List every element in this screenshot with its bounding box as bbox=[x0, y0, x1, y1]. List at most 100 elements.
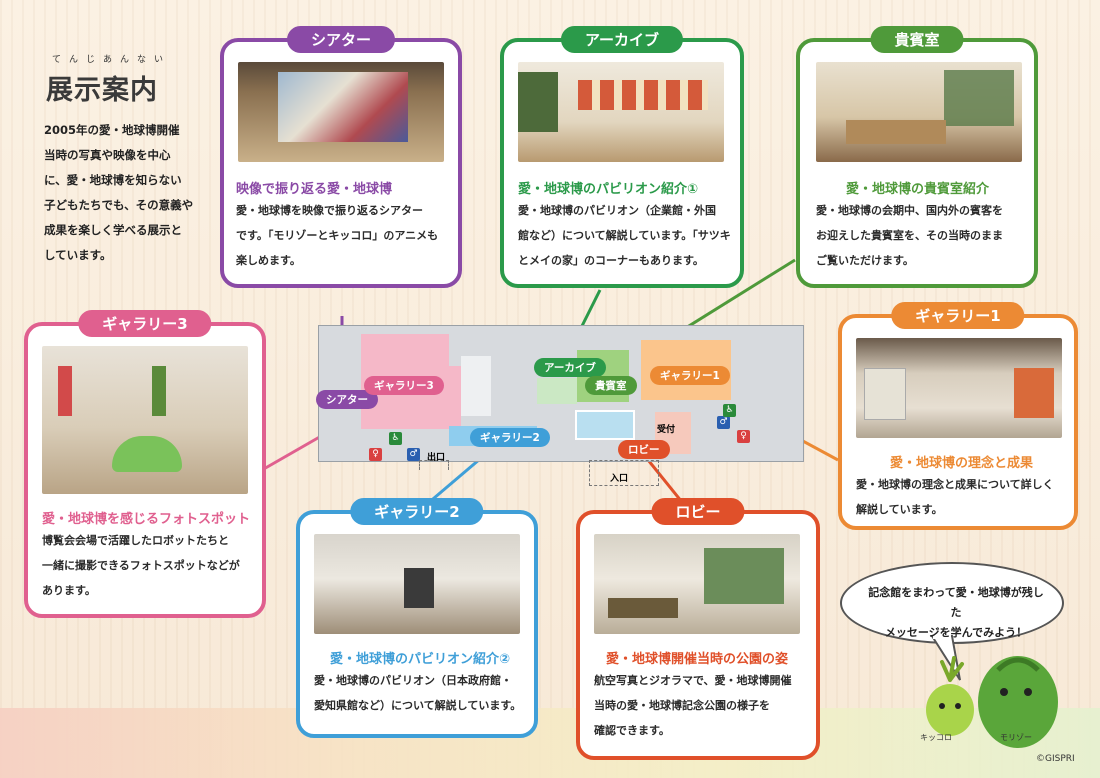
card-title-vip: 愛・地球博の貴賓室紹介 bbox=[846, 182, 990, 197]
card-desc-gallery3: 博覧会会場で活躍したロボットたちと 一緒に撮影できるフォトスポットなどが ありま… bbox=[42, 528, 240, 603]
card-title-archive: 愛・地球博のパビリオン紹介① bbox=[518, 182, 699, 197]
archive-window bbox=[518, 72, 558, 132]
map-label-archive: アーカイブ bbox=[534, 358, 606, 377]
card-gallery1: ギャラリー1 愛・地球博の理念と成果 愛・地球博の理念と成果について詳しく 解説… bbox=[838, 302, 1078, 530]
desc-line: 楽しめます。 bbox=[236, 254, 301, 267]
desc-line: 博覧会会場で活躍したロボットたちと bbox=[42, 534, 229, 547]
card-desc-lobby: 航空写真とジオラマで、愛・地球博開催 当時の愛・地球博記念公園の様子を 確認でき… bbox=[594, 668, 792, 743]
restroom-women-icon-east: ♀ bbox=[737, 430, 750, 443]
theater-screen bbox=[278, 72, 408, 142]
desc-line: 愛・地球博の会期中、国内外の賓客を bbox=[816, 204, 1003, 217]
desc-line: 愛・地球博のパビリオン（企業館・外国 bbox=[518, 204, 716, 217]
kiccoro-label: キッコロ bbox=[920, 733, 952, 742]
map-reception-label: 受付 bbox=[657, 425, 676, 435]
map-label-gallery1: ギャラリー1 bbox=[650, 366, 730, 385]
map-exit-label: 出口 bbox=[427, 453, 446, 463]
desc-line: ご覧いただけます。 bbox=[816, 254, 914, 267]
intro-title: 展示案内 bbox=[42, 68, 162, 109]
morizo-label: モリゾー bbox=[1000, 733, 1032, 742]
bubble-line: メッセージを学んでみよう！ bbox=[884, 626, 1028, 639]
gallery3-banner bbox=[58, 366, 72, 416]
photo-gallery1 bbox=[856, 338, 1062, 438]
intro-line: しています。 bbox=[44, 248, 112, 262]
card-title-gallery3: 愛・地球博を感じるフォトスポット bbox=[42, 512, 251, 527]
desc-line: 愛・地球博を映像で振り返るシアター bbox=[236, 204, 423, 217]
archive-panels bbox=[578, 80, 708, 110]
photo-theater bbox=[238, 62, 444, 162]
card-vip: 貴賓室 愛・地球博の貴賓室紹介 愛・地球博の会期中、国内外の賓客を お迎えした貴… bbox=[796, 26, 1038, 288]
gallery1-panel bbox=[864, 368, 906, 420]
map-room-archive bbox=[537, 378, 577, 404]
photo-archive bbox=[518, 62, 724, 162]
desc-line: 確認できます。 bbox=[594, 724, 670, 737]
lobby-diorama bbox=[608, 598, 678, 618]
desc-line: 当時の愛・地球博記念公園の様子を bbox=[594, 699, 770, 712]
map-room-gallery3-annex bbox=[449, 366, 461, 429]
vip-sofa bbox=[846, 120, 946, 144]
desc-line: 愛・地球博の理念と成果について詳しく bbox=[856, 478, 1054, 491]
accessible-icon-east: ♿ bbox=[723, 404, 736, 417]
card-label-theater: シアター bbox=[286, 26, 396, 53]
vip-window bbox=[944, 70, 1014, 126]
map-label-lobby: ロビー bbox=[618, 440, 670, 459]
map-stairs bbox=[461, 356, 491, 416]
card-label-gallery3: ギャラリー3 bbox=[78, 310, 212, 337]
desc-line: 館など）について解説しています。「サツキ bbox=[518, 229, 731, 242]
intro-line: 子どもたちでも、その意義や bbox=[44, 198, 194, 212]
card-label-gallery1: ギャラリー1 bbox=[891, 302, 1025, 329]
map-entrance-label: 入口 bbox=[610, 474, 629, 484]
restroom-men-icon-east: ♂ bbox=[717, 416, 730, 429]
card-gallery2: ギャラリー2 愛・地球博のパビリオン紹介② 愛・地球博のパビリオン（日本政府館・… bbox=[296, 498, 538, 738]
photo-gallery2 bbox=[314, 534, 520, 634]
card-archive: アーカイブ 愛・地球博のパビリオン紹介① 愛・地球博のパビリオン（企業館・外国 … bbox=[500, 26, 744, 288]
restroom-men-icon: ♂ bbox=[407, 448, 420, 461]
card-desc-archive: 愛・地球博のパビリオン（企業館・外国 館など）について解説しています。「サツキ … bbox=[518, 198, 731, 273]
card-label-vip: 貴賓室 bbox=[870, 26, 964, 53]
card-title-theater: 映像で振り返る愛・地球博 bbox=[236, 182, 393, 197]
gallery2-corridor bbox=[404, 568, 434, 608]
gallery3-banner bbox=[152, 366, 166, 416]
morizo-character bbox=[978, 656, 1058, 748]
card-title-gallery2: 愛・地球博のパビリオン紹介② bbox=[330, 652, 511, 667]
desc-line: あります。 bbox=[42, 584, 96, 597]
card-lobby: ロビー 愛・地球博開催当時の公園の姿 航空写真とジオラマで、愛・地球博開催 当時… bbox=[576, 498, 820, 760]
desc-line: 愛・地球博のパビリオン（日本政府館・ bbox=[314, 674, 512, 687]
speech-bubble bbox=[840, 562, 1064, 644]
map-label-theater: シアター bbox=[316, 390, 378, 409]
gallery3-robot-stage bbox=[112, 436, 182, 472]
bottom-color-band bbox=[0, 708, 1100, 778]
restroom-women-icon: ♀ bbox=[369, 448, 382, 461]
card-gallery3: ギャラリー3 愛・地球博を感じるフォトスポット 博覧会会場で活躍したロボットたち… bbox=[24, 310, 266, 618]
map-courtyard bbox=[575, 410, 635, 440]
desc-line: とメイの家」のコーナーもあります。 bbox=[518, 254, 704, 267]
intro-line: に、愛・地球博を知らない bbox=[44, 173, 182, 187]
desc-line: 一緒に撮影できるフォトスポットなどが bbox=[42, 559, 240, 572]
speech-bubble-text: 記念館をまわって愛・地球博が残した メッセージを学んでみよう！ bbox=[866, 583, 1046, 643]
intro-line: 当時の写真や映像を中心 bbox=[44, 148, 171, 162]
desc-line: 解説しています。 bbox=[856, 503, 943, 516]
card-desc-gallery1: 愛・地球博の理念と成果について詳しく 解説しています。 bbox=[856, 472, 1054, 522]
intro-line: 2005年の愛・地球博開催 bbox=[44, 123, 180, 137]
kiccoro-character bbox=[926, 656, 974, 736]
card-label-lobby: ロビー bbox=[651, 498, 745, 525]
intro-text: 2005年の愛・地球博開催 当時の写真や映像を中心 に、愛・地球博を知らない 子… bbox=[44, 118, 194, 268]
card-title-gallery1: 愛・地球博の理念と成果 bbox=[890, 456, 1034, 471]
bubble-line: 記念館をまわって愛・地球博が残した bbox=[868, 586, 1044, 619]
desc-line: 愛知県館など）について解説しています。 bbox=[314, 699, 522, 712]
lobby-aerial-photo bbox=[704, 548, 784, 604]
intro-title-ruby: てんじあんない bbox=[52, 55, 172, 65]
photo-gallery3 bbox=[42, 346, 248, 494]
photo-lobby bbox=[594, 534, 800, 634]
intro-line: 成果を楽しく学べる展示と bbox=[44, 223, 182, 237]
map-label-gallery2: ギャラリー2 bbox=[470, 428, 550, 447]
gallery1-panel bbox=[1014, 368, 1054, 418]
photo-vip bbox=[816, 62, 1022, 162]
card-theater: シアター 映像で振り返る愛・地球博 愛・地球博を映像で振り返るシアター です。「… bbox=[220, 26, 462, 288]
mascot-characters bbox=[926, 656, 1058, 748]
card-desc-gallery2: 愛・地球博のパビリオン（日本政府館・ 愛知県館など）について解説しています。 bbox=[314, 668, 521, 718]
accessible-icon: ♿ bbox=[389, 432, 402, 445]
card-desc-vip: 愛・地球博の会期中、国内外の賓客を お迎えした貴賓室を、その当時のまま ご覧いた… bbox=[816, 198, 1003, 273]
map-exit-area bbox=[419, 460, 449, 470]
desc-line: です。「モリゾーとキッコロ」のアニメも bbox=[236, 229, 439, 242]
